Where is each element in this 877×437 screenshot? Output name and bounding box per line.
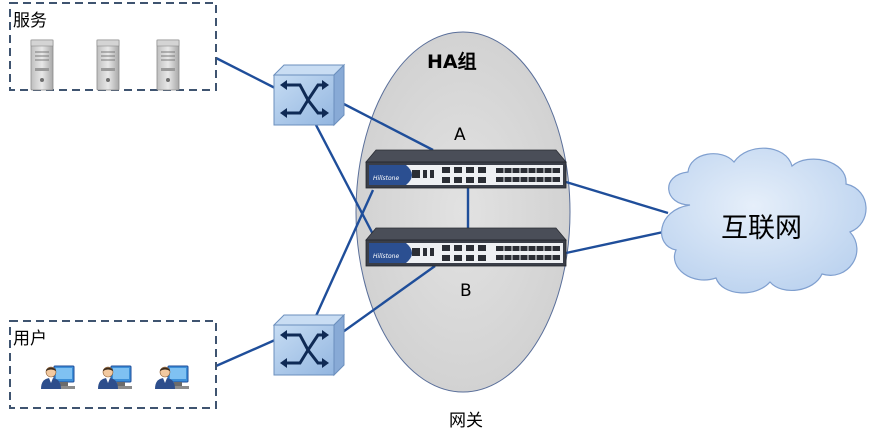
firewall-b-brand: Hillstone bbox=[373, 253, 399, 260]
network-links bbox=[215, 56, 669, 368]
server-icon bbox=[30, 39, 54, 91]
switch-top-icon bbox=[272, 63, 346, 127]
server-group-label: 服务 bbox=[13, 11, 47, 31]
ha-group-ellipse bbox=[355, 31, 571, 393]
firewall-a-brand: Hillstone bbox=[373, 175, 399, 182]
firewall-a-icon bbox=[365, 149, 567, 189]
cloud-icon bbox=[661, 147, 867, 294]
cloud-label: 互联网 bbox=[721, 213, 802, 244]
server-icon bbox=[156, 39, 180, 91]
switch-bottom-icon bbox=[272, 313, 346, 377]
user-group-label: 用户 bbox=[13, 329, 47, 349]
gateway-caption: 网关 bbox=[449, 411, 483, 431]
device-a-label: A bbox=[454, 125, 466, 145]
ha-group-title: HA组 bbox=[427, 50, 477, 73]
user-workstation-icon bbox=[97, 365, 133, 390]
user-workstation-icon bbox=[40, 365, 76, 390]
device-b-label: B bbox=[460, 281, 472, 301]
server-icon bbox=[96, 39, 120, 91]
user-group-box bbox=[9, 320, 217, 409]
user-workstation-icon bbox=[154, 365, 190, 390]
firewall-b-icon bbox=[365, 227, 567, 267]
